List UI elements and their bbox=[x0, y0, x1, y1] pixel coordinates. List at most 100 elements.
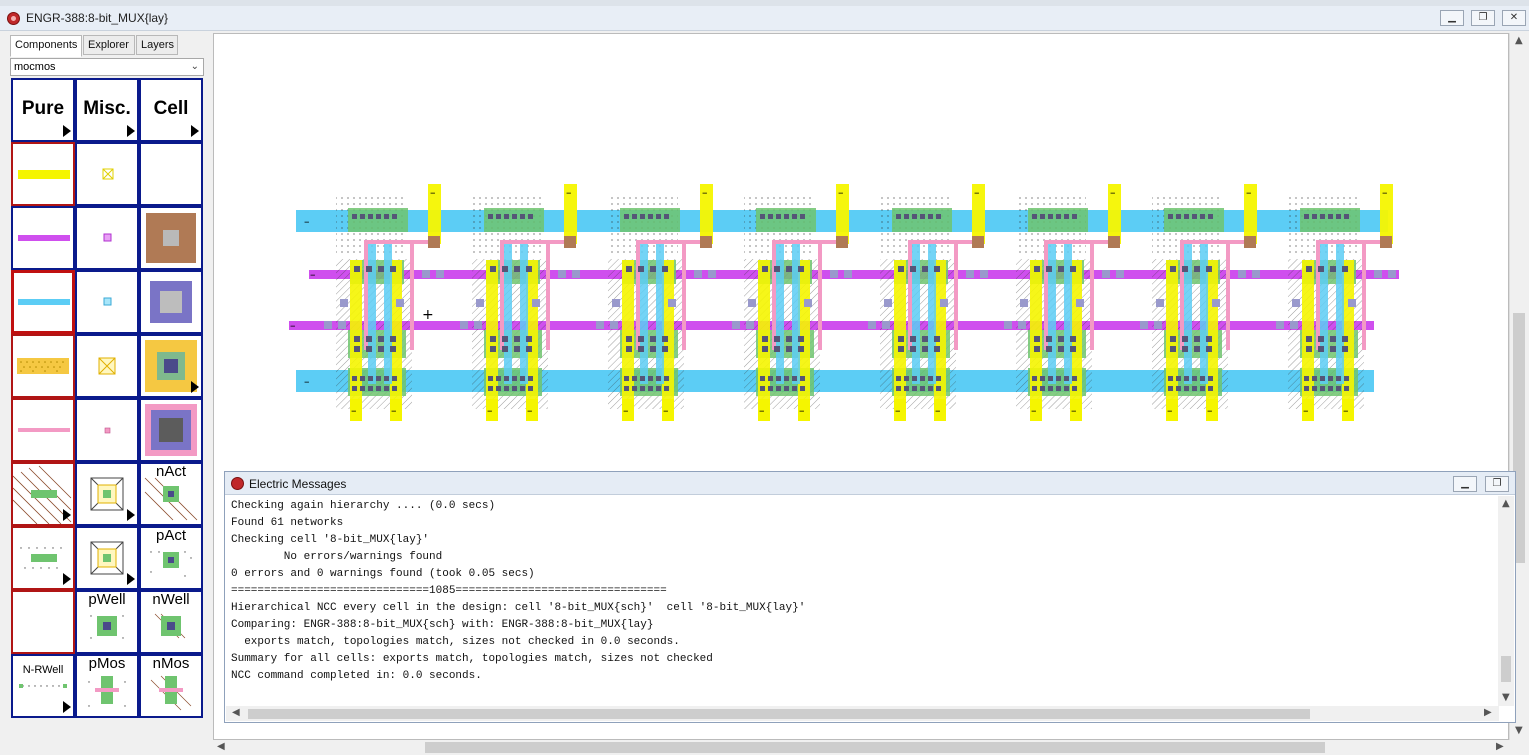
contact bbox=[1336, 386, 1341, 391]
header-cell[interactable]: Cell bbox=[139, 78, 203, 142]
nact-cell[interactable]: nAct bbox=[139, 462, 203, 526]
contact bbox=[920, 214, 925, 219]
p-active-arc[interactable] bbox=[11, 526, 75, 590]
active-contact-cell[interactable] bbox=[139, 334, 203, 398]
contact bbox=[768, 376, 773, 381]
well-contact bbox=[1380, 236, 1392, 248]
nwell-cell[interactable]: nWell bbox=[139, 590, 203, 654]
active-pin[interactable] bbox=[75, 334, 139, 398]
poly-stub bbox=[622, 399, 634, 421]
tab-layers[interactable]: Layers bbox=[136, 35, 178, 55]
layout-drawing[interactable]: –––––––––––––––––––––––––––– + bbox=[214, 34, 1510, 741]
metal2-pin[interactable] bbox=[75, 206, 139, 270]
pwire-link bbox=[636, 240, 706, 244]
via bbox=[1374, 270, 1382, 278]
messages-text[interactable]: Checking again hierarchy .... (0.0 secs)… bbox=[231, 498, 1493, 703]
restore-button[interactable]: ❐ bbox=[1471, 10, 1495, 26]
contact bbox=[1328, 214, 1333, 219]
scroll-down-icon[interactable]: ▼ bbox=[1502, 692, 1510, 703]
scroll-up-icon[interactable]: ▲ bbox=[1502, 498, 1510, 509]
nmos-cell[interactable]: nMos bbox=[139, 654, 203, 718]
pact-cell[interactable]: pAct bbox=[139, 526, 203, 590]
message-line: No errors/warnings found bbox=[231, 551, 443, 563]
scroll-down-icon[interactable]: ▼ bbox=[1515, 725, 1523, 736]
metal1-strap bbox=[520, 244, 528, 384]
contact bbox=[904, 214, 909, 219]
metal2-arc[interactable] bbox=[11, 206, 75, 270]
contact bbox=[1320, 376, 1325, 381]
via bbox=[474, 321, 482, 329]
contact bbox=[786, 346, 792, 352]
minimize-button[interactable]: ▁ bbox=[1440, 10, 1464, 26]
metal1-pin[interactable] bbox=[75, 270, 139, 334]
well-contact-cell[interactable] bbox=[139, 206, 203, 270]
via bbox=[884, 299, 892, 307]
contact bbox=[352, 376, 357, 381]
via bbox=[612, 299, 620, 307]
contact bbox=[1328, 376, 1333, 381]
pwire-link bbox=[1180, 240, 1250, 244]
nrwell-cell[interactable]: N-RWell bbox=[11, 654, 75, 718]
pwire-arc-icon bbox=[18, 428, 70, 432]
scroll-thumb[interactable] bbox=[248, 709, 1310, 719]
contact bbox=[1342, 336, 1348, 342]
messages-title: Electric Messages bbox=[249, 477, 347, 491]
metal1-arc-selected[interactable] bbox=[11, 270, 75, 334]
active-arc[interactable] bbox=[11, 334, 75, 398]
messages-horizontal-scrollbar[interactable]: ◀ ▶ bbox=[226, 706, 1499, 721]
messages-minimize-button[interactable]: ▁ bbox=[1453, 476, 1477, 492]
message-line: Hierarchical NCC every cell in the desig… bbox=[231, 602, 806, 614]
contact bbox=[1200, 376, 1205, 381]
tab-explorer[interactable]: Explorer bbox=[83, 35, 135, 55]
header-misc[interactable]: Misc. bbox=[75, 78, 139, 142]
scroll-thumb[interactable] bbox=[1513, 313, 1525, 563]
scroll-thumb[interactable] bbox=[1501, 656, 1511, 682]
n-active-arc[interactable] bbox=[11, 462, 75, 526]
scroll-right-icon[interactable]: ▶ bbox=[1484, 707, 1492, 718]
contact bbox=[392, 386, 397, 391]
contact bbox=[624, 386, 629, 391]
contact bbox=[784, 386, 789, 391]
canvas-horizontal-scrollbar[interactable]: ◀ ▶ bbox=[213, 740, 1509, 755]
contact bbox=[928, 214, 933, 219]
nact-icon bbox=[144, 477, 198, 521]
expand-triangle-icon bbox=[127, 509, 135, 521]
pwire-arc[interactable] bbox=[11, 398, 75, 462]
contact bbox=[1312, 386, 1317, 391]
pwire-pin[interactable] bbox=[75, 398, 139, 462]
contact bbox=[528, 214, 533, 219]
header-pure[interactable]: Pure bbox=[11, 78, 75, 142]
messages-vertical-scrollbar[interactable]: ▲ ▼ bbox=[1498, 496, 1514, 706]
metal-contact-cell[interactable] bbox=[139, 270, 203, 334]
messages-restore-button[interactable]: ❐ bbox=[1485, 476, 1509, 492]
scroll-left-icon[interactable]: ◀ bbox=[217, 741, 225, 752]
pmos-cell[interactable]: pMos bbox=[75, 654, 139, 718]
contact bbox=[664, 386, 669, 391]
contact bbox=[632, 376, 637, 381]
p-active-pin[interactable] bbox=[75, 526, 139, 590]
pwire-strap bbox=[1044, 240, 1048, 350]
pwell-cell[interactable]: pWell bbox=[75, 590, 139, 654]
poly-arc[interactable] bbox=[11, 142, 75, 206]
pin-label: – bbox=[430, 186, 436, 199]
via bbox=[748, 299, 756, 307]
contact bbox=[1170, 266, 1176, 272]
contact bbox=[1344, 376, 1349, 381]
n-active-pin[interactable] bbox=[75, 462, 139, 526]
scroll-right-icon[interactable]: ▶ bbox=[1496, 741, 1504, 752]
scroll-left-icon[interactable]: ◀ bbox=[232, 707, 240, 718]
contact bbox=[896, 376, 901, 381]
pwell-contact-cell[interactable] bbox=[139, 398, 203, 462]
message-line: 0 errors and 0 warnings found (took 0.05… bbox=[231, 568, 535, 580]
nmos-icon bbox=[150, 675, 192, 711]
contact bbox=[910, 336, 916, 342]
poly-pin[interactable] bbox=[75, 142, 139, 206]
pwire-strap bbox=[636, 240, 640, 350]
tab-components[interactable]: Components bbox=[10, 35, 82, 57]
close-button[interactable]: ✕ bbox=[1502, 10, 1526, 26]
metal1-arc-icon bbox=[18, 299, 70, 305]
scroll-up-icon[interactable]: ▲ bbox=[1515, 35, 1523, 46]
scroll-thumb[interactable] bbox=[425, 742, 1325, 753]
metal1-strap bbox=[1200, 244, 1208, 384]
technology-select[interactable]: mocmos ⌄ bbox=[10, 58, 204, 76]
